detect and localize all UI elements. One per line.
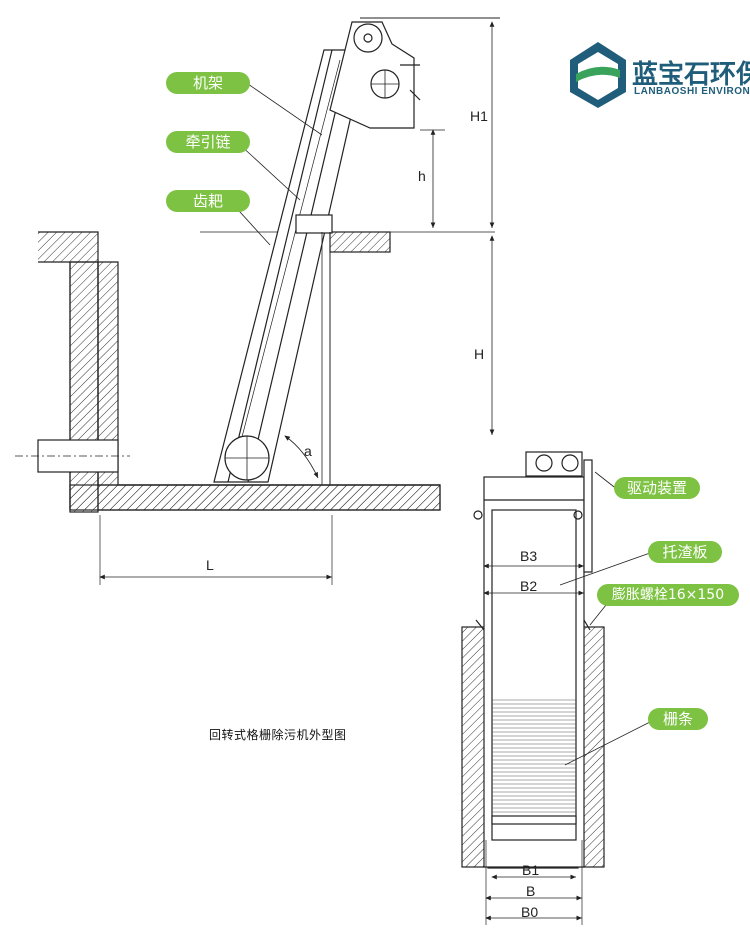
callout-bolt: 膨胀螺栓16×150 (597, 584, 739, 606)
dim-a: a (304, 443, 312, 459)
callout-drive: 驱动装置 (614, 477, 700, 499)
dim-B: B (526, 883, 536, 899)
dim-B3: B3 (520, 548, 538, 564)
dim-B0: B0 (521, 904, 539, 920)
dim-L: L (206, 557, 214, 573)
logo-mark (570, 42, 626, 108)
drawing-caption: 回转式格栅除污机外型图 (209, 728, 347, 742)
dim-H: H (474, 346, 485, 362)
side-view (15, 17, 500, 585)
head-cover (329, 21, 415, 129)
callout-bars: 栅条 (648, 708, 708, 730)
channel-floor (69, 484, 441, 511)
brand-name-en: LANBAOSHI ENVIRONMENT (634, 86, 750, 97)
dim-B1: B1 (522, 862, 540, 878)
callout-chain: 牵引链 (166, 131, 250, 153)
callout-rake: 齿耙 (166, 190, 250, 212)
callout-plate: 托渣板 (648, 541, 722, 563)
brand-name-cn: 蓝宝石环保 (632, 60, 750, 90)
callout-frame: 机架 (166, 72, 250, 94)
dim-h: h (418, 168, 426, 184)
dim-B2: B2 (520, 578, 538, 594)
dim-H1: H1 (470, 108, 488, 124)
platform (329, 231, 391, 253)
front-view (461, 451, 651, 925)
